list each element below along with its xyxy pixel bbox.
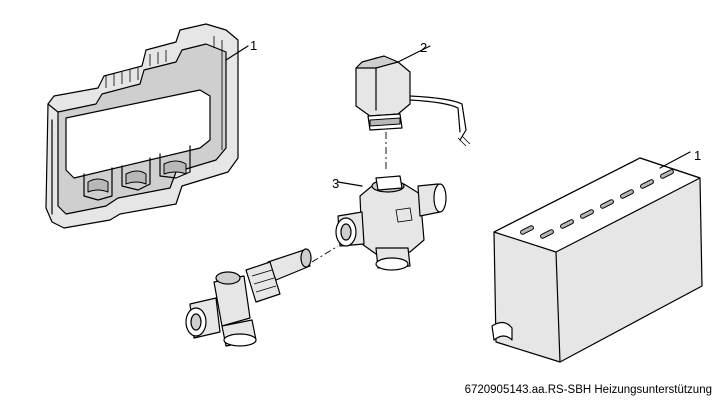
lower-angle-valve: [185, 248, 312, 347]
insulation-cover-right: [491, 151, 703, 363]
callout-insulation-right: 1: [694, 148, 701, 163]
cover-ventilation-slots: [520, 169, 674, 239]
three-way-valve: [335, 175, 447, 271]
axis-line-lower-valve: [311, 245, 339, 263]
callout-insulation-left: 1: [250, 38, 257, 53]
insulation-shell-left: [45, 23, 249, 229]
callout-actuator: 2: [420, 40, 427, 55]
callout-valve: 3: [332, 176, 339, 191]
valve-actuator: [355, 45, 471, 147]
figure-caption: 6720905143.aa.RS-SBH Heizungsunterstützu…: [464, 384, 712, 396]
